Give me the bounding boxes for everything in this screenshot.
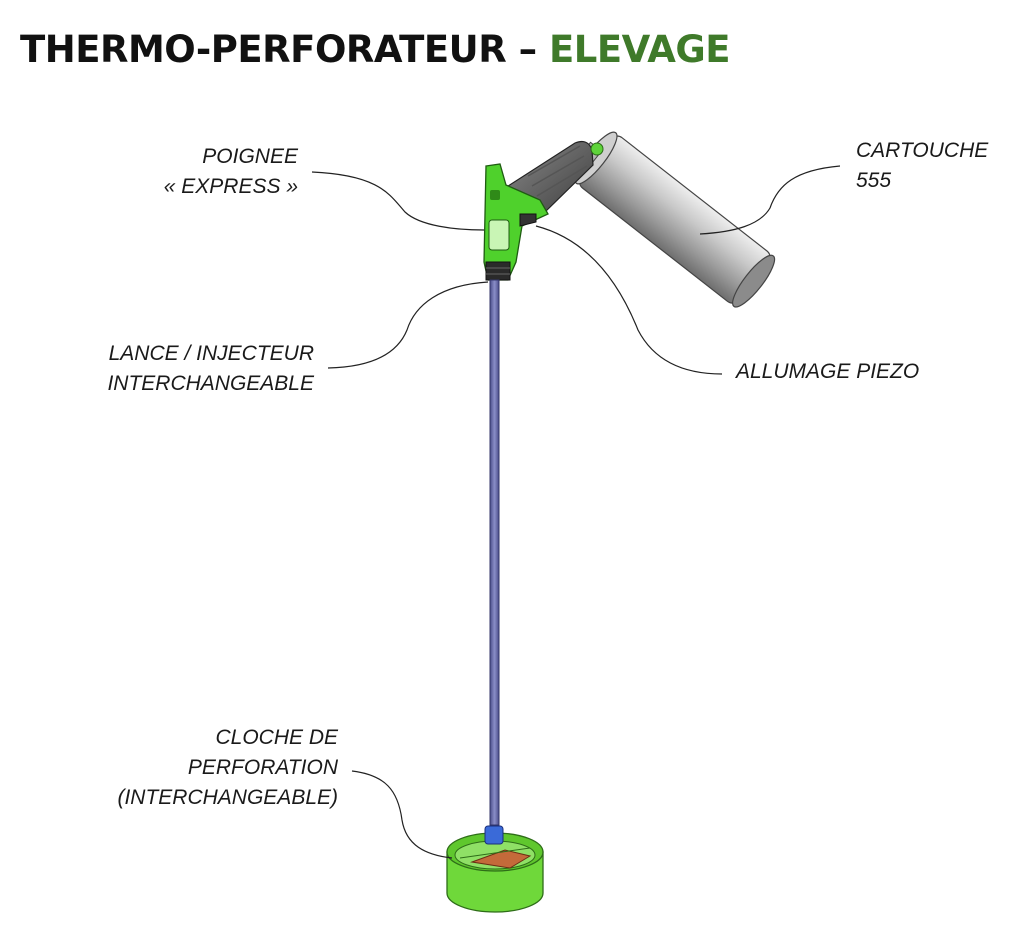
label-cloche-line3: (INTERCHANGEABLE) bbox=[117, 786, 338, 809]
label-cartouche-line2: 555 bbox=[856, 169, 892, 192]
label-lance-line2: INTERCHANGEABLE bbox=[107, 372, 314, 395]
label-poignee: POIGNEE « EXPRESS » bbox=[164, 142, 298, 202]
leader-cloche bbox=[351, 770, 453, 859]
label-allumage-line1: ALLUMAGE PIEZO bbox=[736, 360, 920, 383]
label-cloche-line1: CLOCHE DE bbox=[215, 726, 338, 749]
label-allumage: ALLUMAGE PIEZO bbox=[736, 357, 919, 387]
leader-lance bbox=[327, 281, 489, 369]
perforation-bell bbox=[446, 825, 544, 913]
label-cartouche: CARTOUCHE 555 bbox=[856, 136, 988, 196]
leader-allumage bbox=[535, 225, 723, 375]
label-cloche: CLOCHE DE PERFORATION (INTERCHANGEABLE) bbox=[117, 723, 338, 813]
label-cartouche-line1: CARTOUCHE bbox=[856, 139, 989, 162]
label-poignee-line2: « EXPRESS » bbox=[163, 175, 298, 198]
leader-cartouche bbox=[699, 165, 841, 235]
title-accent: ELEVAGE bbox=[548, 28, 731, 71]
handle-body bbox=[483, 163, 549, 281]
leader-lines bbox=[311, 165, 841, 859]
label-cloche-line2: PERFORATION bbox=[187, 756, 338, 779]
label-poignee-line1: POIGNEE bbox=[202, 145, 298, 168]
label-lance-line1: LANCE / INJECTEUR bbox=[108, 342, 314, 365]
leader-poignee bbox=[311, 171, 485, 231]
lance-tube bbox=[489, 279, 500, 826]
label-lance: LANCE / INJECTEUR INTERCHANGEABLE bbox=[107, 339, 314, 399]
title-main: THERMO-PERFORATEUR – bbox=[20, 28, 549, 71]
page-title: THERMO-PERFORATEUR – ELEVAGE bbox=[20, 28, 731, 71]
